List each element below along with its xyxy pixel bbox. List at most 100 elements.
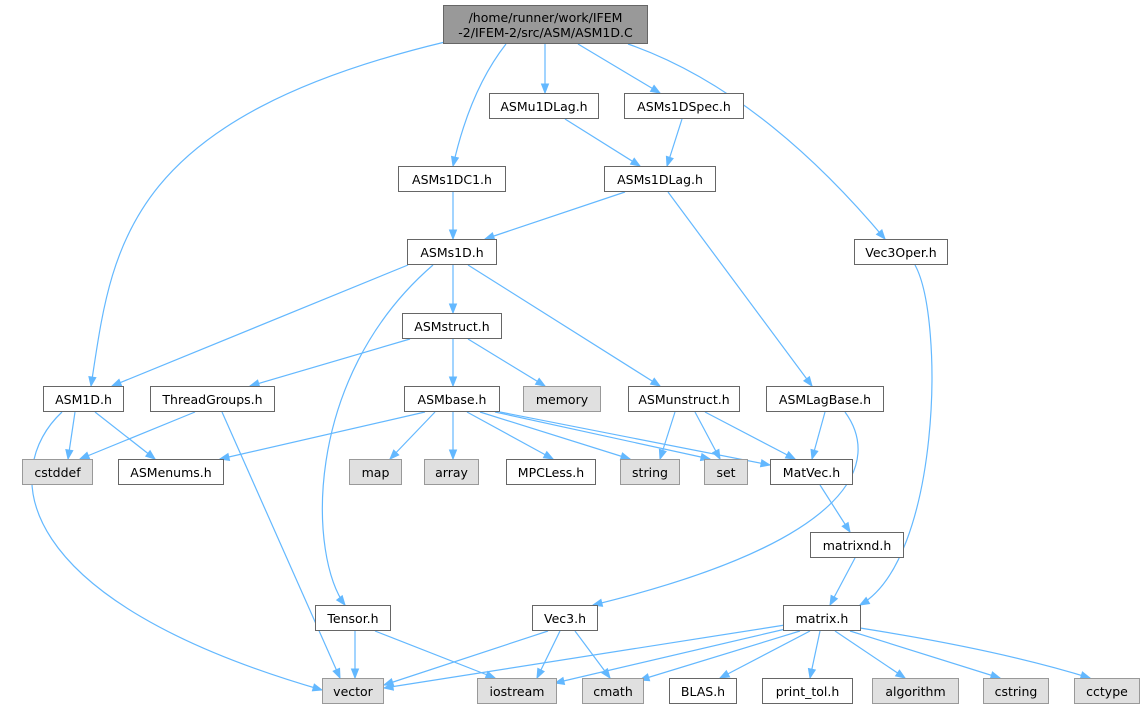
edge-line	[94, 411, 156, 460]
edge-asmstruct-to-asmbase	[448, 339, 458, 388]
edge-line	[321, 264, 434, 606]
node-blas-h[interactable]: BLAS.h	[669, 678, 737, 704]
edge-arrowhead	[553, 676, 566, 685]
node-mpcless-h[interactable]: MPCLess.h	[506, 459, 596, 485]
edge-arrowhead	[335, 594, 346, 607]
edge-matrix-to-cmath	[638, 630, 801, 682]
edge-arrowhead	[144, 449, 157, 460]
node-matvec-h[interactable]: MatVec.h	[770, 459, 853, 485]
edge-arrowhead	[829, 594, 839, 607]
node-cctype: cctype	[1074, 678, 1140, 704]
edge-vec3-to-iostream	[536, 630, 561, 680]
edge-asmunstruct-to-matvec	[704, 411, 797, 460]
edge-line	[389, 411, 436, 460]
edge-line	[374, 630, 496, 679]
node-map: map	[349, 459, 402, 485]
edge-asms1dlag-to-asmlagbase	[667, 191, 813, 388]
edge-line	[859, 264, 933, 606]
node-vec3-h[interactable]: Vec3.h	[532, 605, 598, 631]
node-asmenums-h[interactable]: ASMenums.h	[118, 459, 224, 485]
node-iostream: iostream	[477, 678, 557, 704]
edge-asms1d-to-asmstruct	[448, 265, 458, 315]
edge-tensor-to-iostream	[374, 630, 497, 679]
edge-line	[627, 43, 886, 240]
edge-asmstruct-to-threadgroups	[248, 338, 411, 388]
root-path-line-1: /home/runner/work/IFEM	[468, 9, 623, 25]
node-vector: vector	[322, 678, 384, 704]
edge-line	[467, 264, 661, 387]
node-asms1dlag-h[interactable]: ASMs1DLag.h	[604, 166, 716, 192]
edge-asms1d-to-tensor	[321, 264, 434, 607]
edge-asmu1dlag-to-asms1dlag	[564, 118, 642, 167]
edge-asmbase-to-string	[479, 411, 632, 461]
edge-asms1d-to-asm1d	[110, 264, 409, 387]
node-asms1dc1-h[interactable]: ASMs1DC1.h	[398, 166, 506, 192]
edge-asms1d-to-asmunstruct	[467, 264, 662, 387]
edge-matrix-to-cstring	[849, 630, 1002, 680]
edge-line	[467, 338, 546, 387]
node-tensor-h[interactable]: Tensor.h	[315, 605, 391, 631]
node-print-tol-h[interactable]: print_tol.h	[762, 678, 853, 704]
edge-asmlagbase-to-matvec	[810, 411, 826, 461]
edge-line	[719, 630, 811, 679]
edge-arrowhead	[807, 667, 817, 680]
node-matrixnd-h[interactable]: matrixnd.h	[810, 532, 904, 558]
edge-threadgroups-to-cstddef	[78, 411, 196, 460]
node-vec3oper-h[interactable]: Vec3Oper.h	[854, 239, 948, 265]
edge-asmbase-to-map	[389, 411, 436, 460]
node-asms1dspec-h[interactable]: ASMs1DSpec.h	[624, 93, 744, 119]
edge-arrowhead	[65, 448, 74, 461]
edge-tensor-to-vector	[350, 631, 360, 680]
edge-arrowhead	[311, 683, 324, 692]
edge-arrowhead	[802, 375, 813, 388]
edge-arrowhead	[540, 83, 550, 95]
edge-arrowhead	[534, 377, 547, 387]
edge-arrowhead	[448, 449, 458, 461]
edge-arrowhead	[448, 303, 458, 315]
node-threadgroups-h[interactable]: ThreadGroups.h	[150, 386, 275, 412]
edge-line	[639, 630, 801, 681]
edge-asms1dlag-to-asms1d	[483, 191, 626, 240]
edge-arrowhead	[110, 378, 123, 387]
edge-matvec-to-matrixnd	[819, 484, 851, 534]
edge-line	[111, 264, 409, 387]
edge-arrowhead	[875, 229, 886, 241]
node-cstring: cstring	[983, 678, 1049, 704]
edge-asmbase-to-array	[448, 412, 458, 461]
node-matrix-h[interactable]: matrix.h	[783, 605, 861, 631]
node-memory: memory	[523, 386, 601, 412]
edge-root-to-asms1dc1	[450, 43, 507, 168]
node-asmstruct-h[interactable]: ASMstruct.h	[402, 313, 502, 339]
edge-matrix-to-blas	[718, 630, 811, 679]
edge-line	[554, 627, 791, 684]
node-asmbase-h[interactable]: ASMbase.h	[404, 386, 500, 412]
edge-asm1d-to-cstddef	[65, 411, 76, 461]
edge-root-to-asm1d	[88, 41, 446, 388]
edge-root-to-vec3oper	[627, 43, 886, 241]
node-asms1d-h[interactable]: ASMs1D.h	[407, 239, 497, 265]
edge-arrowhead	[350, 668, 360, 680]
node-asmlagbase-h[interactable]: ASMLagBase.h	[766, 386, 884, 412]
edge-line	[79, 411, 196, 460]
edge-arrowhead	[665, 155, 674, 168]
node-root-asm1d-c[interactable]: /home/runner/work/IFEM -2/IFEM-2/src/ASM…	[443, 5, 648, 44]
edge-line	[484, 191, 626, 240]
node-cmath: cmath	[582, 678, 644, 704]
edge-asmbase-to-matvec	[499, 411, 772, 468]
node-asmunstruct-h[interactable]: ASMunstruct.h	[628, 386, 740, 412]
edge-arrowhead	[382, 682, 395, 691]
edge-arrowhead	[629, 157, 642, 167]
edge-line	[667, 191, 813, 387]
node-asmu1dlag-h[interactable]: ASMu1DLag.h	[489, 93, 599, 119]
node-asm1d-h[interactable]: ASM1D.h	[43, 386, 124, 412]
edge-line	[383, 630, 549, 686]
edge-asmlagbase-to-vec3	[591, 411, 859, 607]
edge-asm1d-to-vector	[31, 411, 324, 692]
edge-line	[31, 411, 323, 691]
edge-line	[466, 411, 554, 460]
edge-line	[219, 411, 426, 460]
node-array: array	[424, 459, 479, 485]
edge-asmstruct-to-memory	[467, 338, 547, 387]
